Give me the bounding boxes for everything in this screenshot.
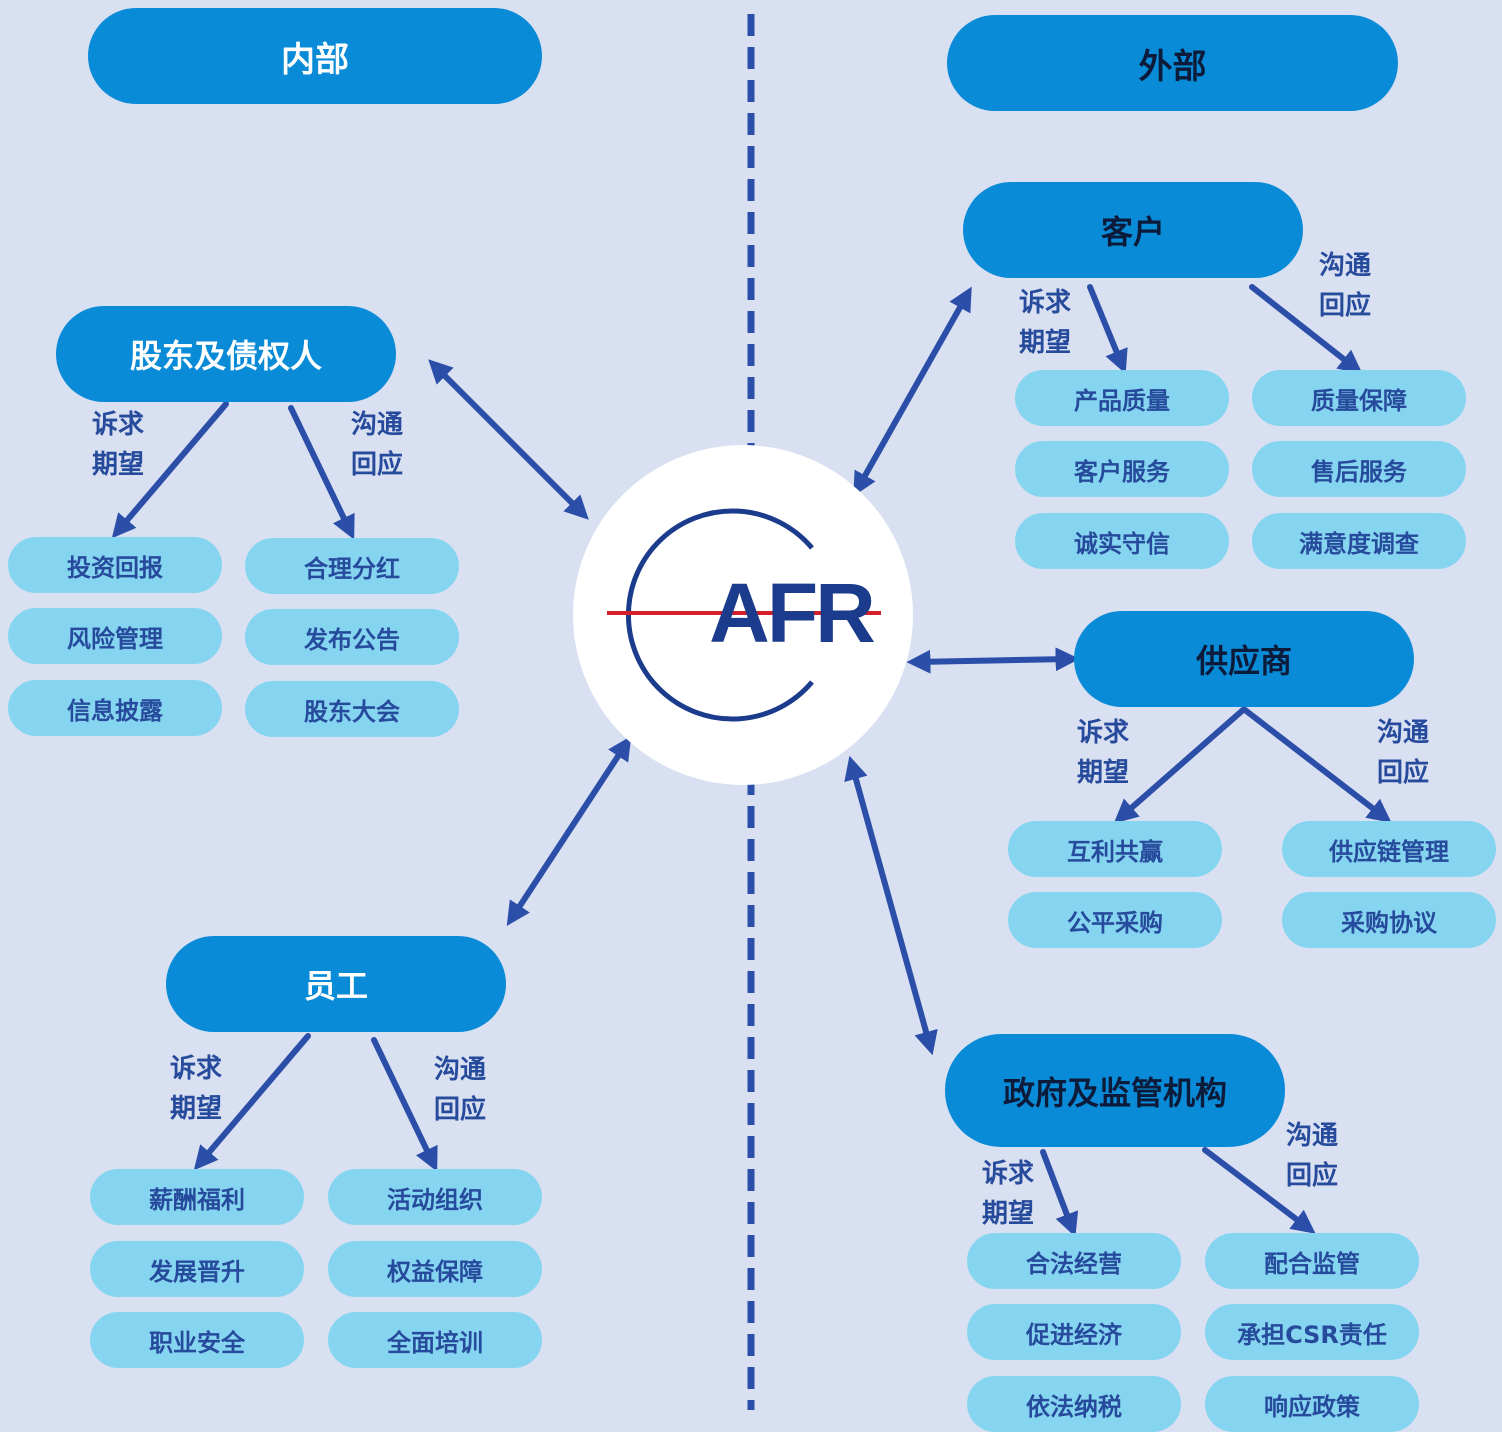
arrow-government-response <box>1202 1147 1316 1234</box>
item-investment-return: 投资回报 <box>8 537 222 593</box>
item-disclosure: 信息披露 <box>8 680 222 736</box>
item-compensation: 薪酬福利 <box>90 1169 304 1225</box>
item-regulatory-cooperation: 配合监管 <box>1205 1233 1419 1289</box>
arrow-suppliers-response <box>1242 707 1392 823</box>
item-rights-protection: 权益保障 <box>328 1241 542 1297</box>
afr-logo-mark: AFR <box>607 508 881 722</box>
arrow-government-hub <box>844 755 938 1056</box>
item-risk-management: 风险管理 <box>8 608 222 664</box>
arrow-employees-hub <box>506 735 632 927</box>
item-satisfaction-survey: 满意度调查 <box>1252 513 1466 569</box>
item-procurement-agreement: 采购协议 <box>1282 892 1496 948</box>
arrow-suppliers-hub <box>906 647 1080 674</box>
item-quality-assurance: 质量保障 <box>1252 370 1466 426</box>
arrow-employees-demand <box>193 1033 311 1171</box>
label-response: 沟通回应 <box>1318 251 1371 321</box>
item-csr-responsibility: 承担CSR责任 <box>1205 1304 1419 1360</box>
arrow-shareholders-response <box>288 405 355 540</box>
group-shareholders: 股东及债权人 <box>56 306 396 402</box>
label-response: 沟通回应 <box>350 410 403 480</box>
item-product-quality: 产品质量 <box>1015 370 1229 426</box>
label-response: 沟通回应 <box>433 1055 486 1125</box>
group-government: 政府及监管机构 <box>945 1034 1285 1147</box>
arrow-customers-response <box>1249 284 1363 374</box>
item-career-growth: 发展晋升 <box>90 1241 304 1297</box>
item-training: 全面培训 <box>328 1312 542 1368</box>
logo-text: AFR <box>709 566 874 660</box>
item-policy-response: 响应政策 <box>1205 1376 1419 1432</box>
item-dividends: 合理分红 <box>245 538 459 594</box>
item-supply-chain: 供应链管理 <box>1282 821 1496 877</box>
item-integrity: 诚实守信 <box>1015 513 1229 569</box>
label-demand: 诉求期望 <box>1076 718 1129 788</box>
arrow-government-demand <box>1040 1149 1079 1237</box>
group-employees: 员工 <box>166 936 506 1032</box>
arrow-customers-demand <box>1087 284 1128 374</box>
item-mutual-benefit: 互利共赢 <box>1008 821 1222 877</box>
arrow-customers-hub <box>853 286 972 497</box>
item-shareholder-meeting: 股东大会 <box>245 681 459 737</box>
group-customers: 客户 <box>963 182 1303 278</box>
label-demand: 诉求期望 <box>169 1054 222 1124</box>
afr-logo: AFR <box>573 445 913 785</box>
group-suppliers: 供应商 <box>1074 611 1414 707</box>
arrow-employees-response <box>371 1037 438 1172</box>
label-demand: 诉求期望 <box>981 1159 1034 1229</box>
item-customer-service: 客户服务 <box>1015 441 1229 497</box>
item-tax-compliance: 依法纳税 <box>967 1376 1181 1432</box>
item-announcements: 发布公告 <box>245 609 459 665</box>
arrow-suppliers-demand <box>1113 707 1246 824</box>
section-external-header: 外部 <box>947 15 1398 111</box>
item-activities: 活动组织 <box>328 1169 542 1225</box>
section-internal-header: 内部 <box>88 8 542 104</box>
label-demand: 诉求期望 <box>1018 288 1071 358</box>
item-fair-procurement: 公平采购 <box>1008 892 1222 948</box>
label-response: 沟通回应 <box>1285 1121 1338 1191</box>
arrow-shareholders-hub <box>428 359 589 520</box>
item-after-sales: 售后服务 <box>1252 441 1466 497</box>
label-response: 沟通回应 <box>1376 718 1429 788</box>
label-demand: 诉求期望 <box>91 410 144 480</box>
item-economic-growth: 促进经济 <box>967 1304 1181 1360</box>
item-legal-operation: 合法经营 <box>967 1233 1181 1289</box>
arrow-shareholders-demand <box>111 401 229 539</box>
item-occupational-safety: 职业安全 <box>90 1312 304 1368</box>
